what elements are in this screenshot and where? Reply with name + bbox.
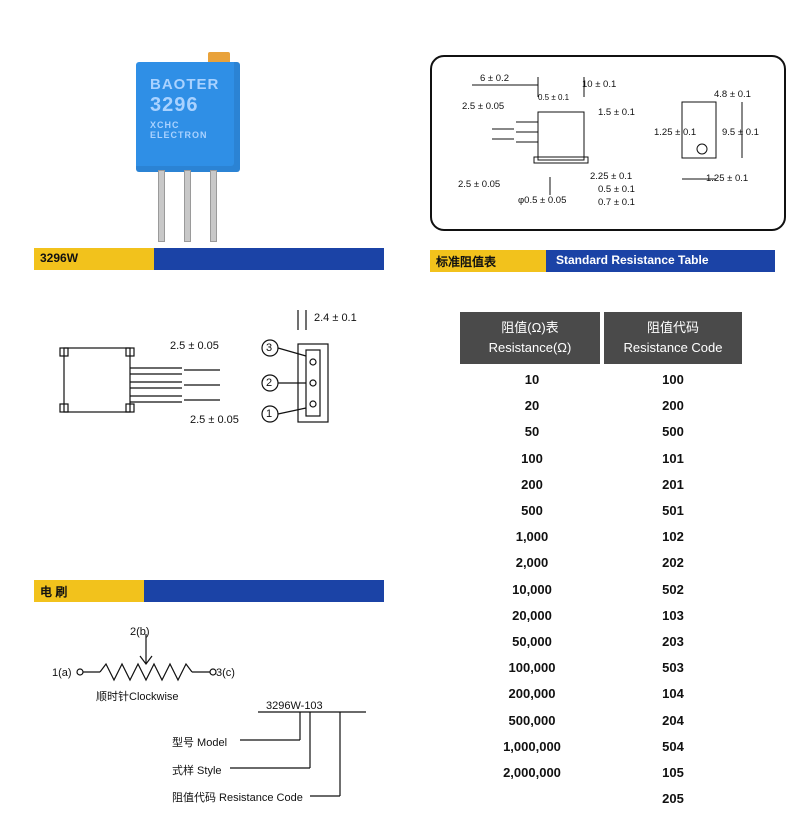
- pin-2: [184, 170, 191, 242]
- terminal-a-label: 1(a): [52, 667, 72, 679]
- header-accent: [34, 580, 144, 602]
- header-accent: [34, 248, 154, 270]
- pin-3: [210, 170, 217, 242]
- dim-label: 1.25 ± 0.1: [706, 173, 749, 184]
- value-cell: 10,000: [512, 582, 552, 597]
- code-cell: 501: [662, 503, 684, 518]
- code-cell: 202: [662, 555, 684, 570]
- section-header-3296w: 3296W: [34, 248, 384, 270]
- code-cell: 203: [662, 634, 684, 649]
- dim-label: 2.5 ± 0.05: [170, 340, 219, 352]
- value-cell: 50: [524, 424, 540, 439]
- value-cell: 1,000,000: [503, 739, 561, 754]
- value-cell: 2,000,000: [503, 765, 561, 780]
- dim-label: 2.5 ± 0.05: [190, 414, 239, 426]
- dimension-drawing: 6 ± 0.2 10 ± 0.1 0.5 ± 0.1 2.5 ± 0.05 1.…: [430, 55, 786, 231]
- dim-label: 2.5 ± 0.05: [458, 179, 501, 190]
- header-value-en: Resistance(Ω): [488, 340, 572, 355]
- code-cell: 100: [662, 372, 684, 387]
- value-cell: 200,000: [508, 686, 556, 701]
- table-header-code: 阻值代码 Resistance Code: [604, 312, 742, 364]
- code-cell: 105: [662, 765, 684, 780]
- code-cell: 502: [662, 582, 684, 597]
- product-photo: BAOTER 3296 XCHC ELECTRON: [128, 50, 246, 250]
- resistance-code-label: 阻值代码 Resistance Code: [172, 792, 303, 804]
- photo-model: 3296: [150, 94, 199, 116]
- code-cell: 205: [662, 791, 684, 806]
- dim-label: 0.7 ± 0.1: [598, 197, 635, 208]
- value-cell: 2,000: [515, 555, 549, 570]
- dim-label: 4.8 ± 0.1: [714, 89, 751, 100]
- dim-label: 2.5 ± 0.05: [462, 101, 505, 112]
- dim-label: 2.4 ± 0.1: [314, 312, 357, 324]
- value-cell: 1,000: [515, 529, 549, 544]
- value-cell: 500: [521, 503, 543, 518]
- model-label: 型号 Model: [172, 737, 228, 749]
- dim-label: 0.5 ± 0.1: [538, 93, 570, 102]
- value-cell: 100: [521, 451, 543, 466]
- code-cell: 104: [662, 686, 684, 701]
- section-header-brush: 电 刷: [34, 580, 384, 602]
- section-title: 电 刷: [40, 585, 68, 599]
- terminal-c-label: 3(c): [216, 667, 235, 679]
- header-accent: [430, 250, 546, 272]
- pin-number: 1: [266, 408, 273, 420]
- dim-label: 10 ± 0.1: [582, 79, 617, 90]
- dim-label: 1.5 ± 0.1: [598, 107, 635, 118]
- header-code-cn: 阻值代码: [646, 320, 699, 335]
- code-cell: 500: [662, 424, 684, 439]
- code-cell: 204: [662, 713, 684, 728]
- section-title-en: Standard Resistance Table: [556, 253, 709, 267]
- value-cell: 500,000: [508, 713, 556, 728]
- dim-label: 0.5 ± 0.1: [598, 184, 635, 195]
- code-cell: 201: [662, 477, 684, 492]
- 3296w-drawing: [59, 310, 329, 423]
- value-cell: 200: [521, 477, 543, 492]
- header-value-cn: 阻值(Ω)表: [501, 320, 559, 335]
- pin-number: 3: [266, 342, 273, 354]
- section-header-resistance-table: 标准阻值表 Standard Resistance Table: [430, 250, 775, 272]
- photo-maker: XCHC ELECTRON: [150, 120, 208, 140]
- pin-number: 2: [266, 377, 273, 389]
- value-cell: 100,000: [508, 660, 556, 675]
- dim-label: 9.5 ± 0.1: [722, 127, 759, 138]
- pin-1: [158, 170, 165, 242]
- potentiometer-body: BAOTER 3296 XCHC ELECTRON: [136, 62, 240, 172]
- part-number: 3296W-103: [266, 700, 323, 712]
- section-title: 3296W: [40, 251, 79, 265]
- code-cell: 200: [662, 398, 684, 413]
- brush-circuit: [76, 634, 366, 797]
- code-cell: 101: [662, 451, 684, 466]
- code-cell: 103: [662, 608, 684, 623]
- dim-label: 1.25 ± 0.1: [654, 127, 697, 138]
- header-code-en: Resistance Code: [623, 340, 723, 355]
- clockwise-label: 顺时针Clockwise: [96, 691, 179, 703]
- section-title-cn: 标准阻值表: [436, 255, 497, 269]
- code-cell: 504: [662, 739, 684, 754]
- style-label: 式样 Style: [172, 765, 222, 777]
- value-cell: 10: [524, 372, 540, 387]
- dimension-lines: [472, 77, 743, 195]
- code-cell: 102: [662, 529, 684, 544]
- code-cell: 503: [662, 660, 684, 675]
- value-cell: 20: [524, 398, 540, 413]
- dim-label: φ0.5 ± 0.05: [518, 195, 567, 206]
- photo-brand: BAOTER: [150, 76, 220, 93]
- value-cell: 50,000: [512, 634, 552, 649]
- value-cell: 20,000: [512, 608, 552, 623]
- table-header-value: 阻值(Ω)表 Resistance(Ω): [460, 312, 600, 364]
- dim-label: 2.25 ± 0.1: [590, 171, 633, 182]
- dim-label: 6 ± 0.2: [480, 73, 509, 84]
- terminal-b-label: 2(b): [130, 626, 150, 638]
